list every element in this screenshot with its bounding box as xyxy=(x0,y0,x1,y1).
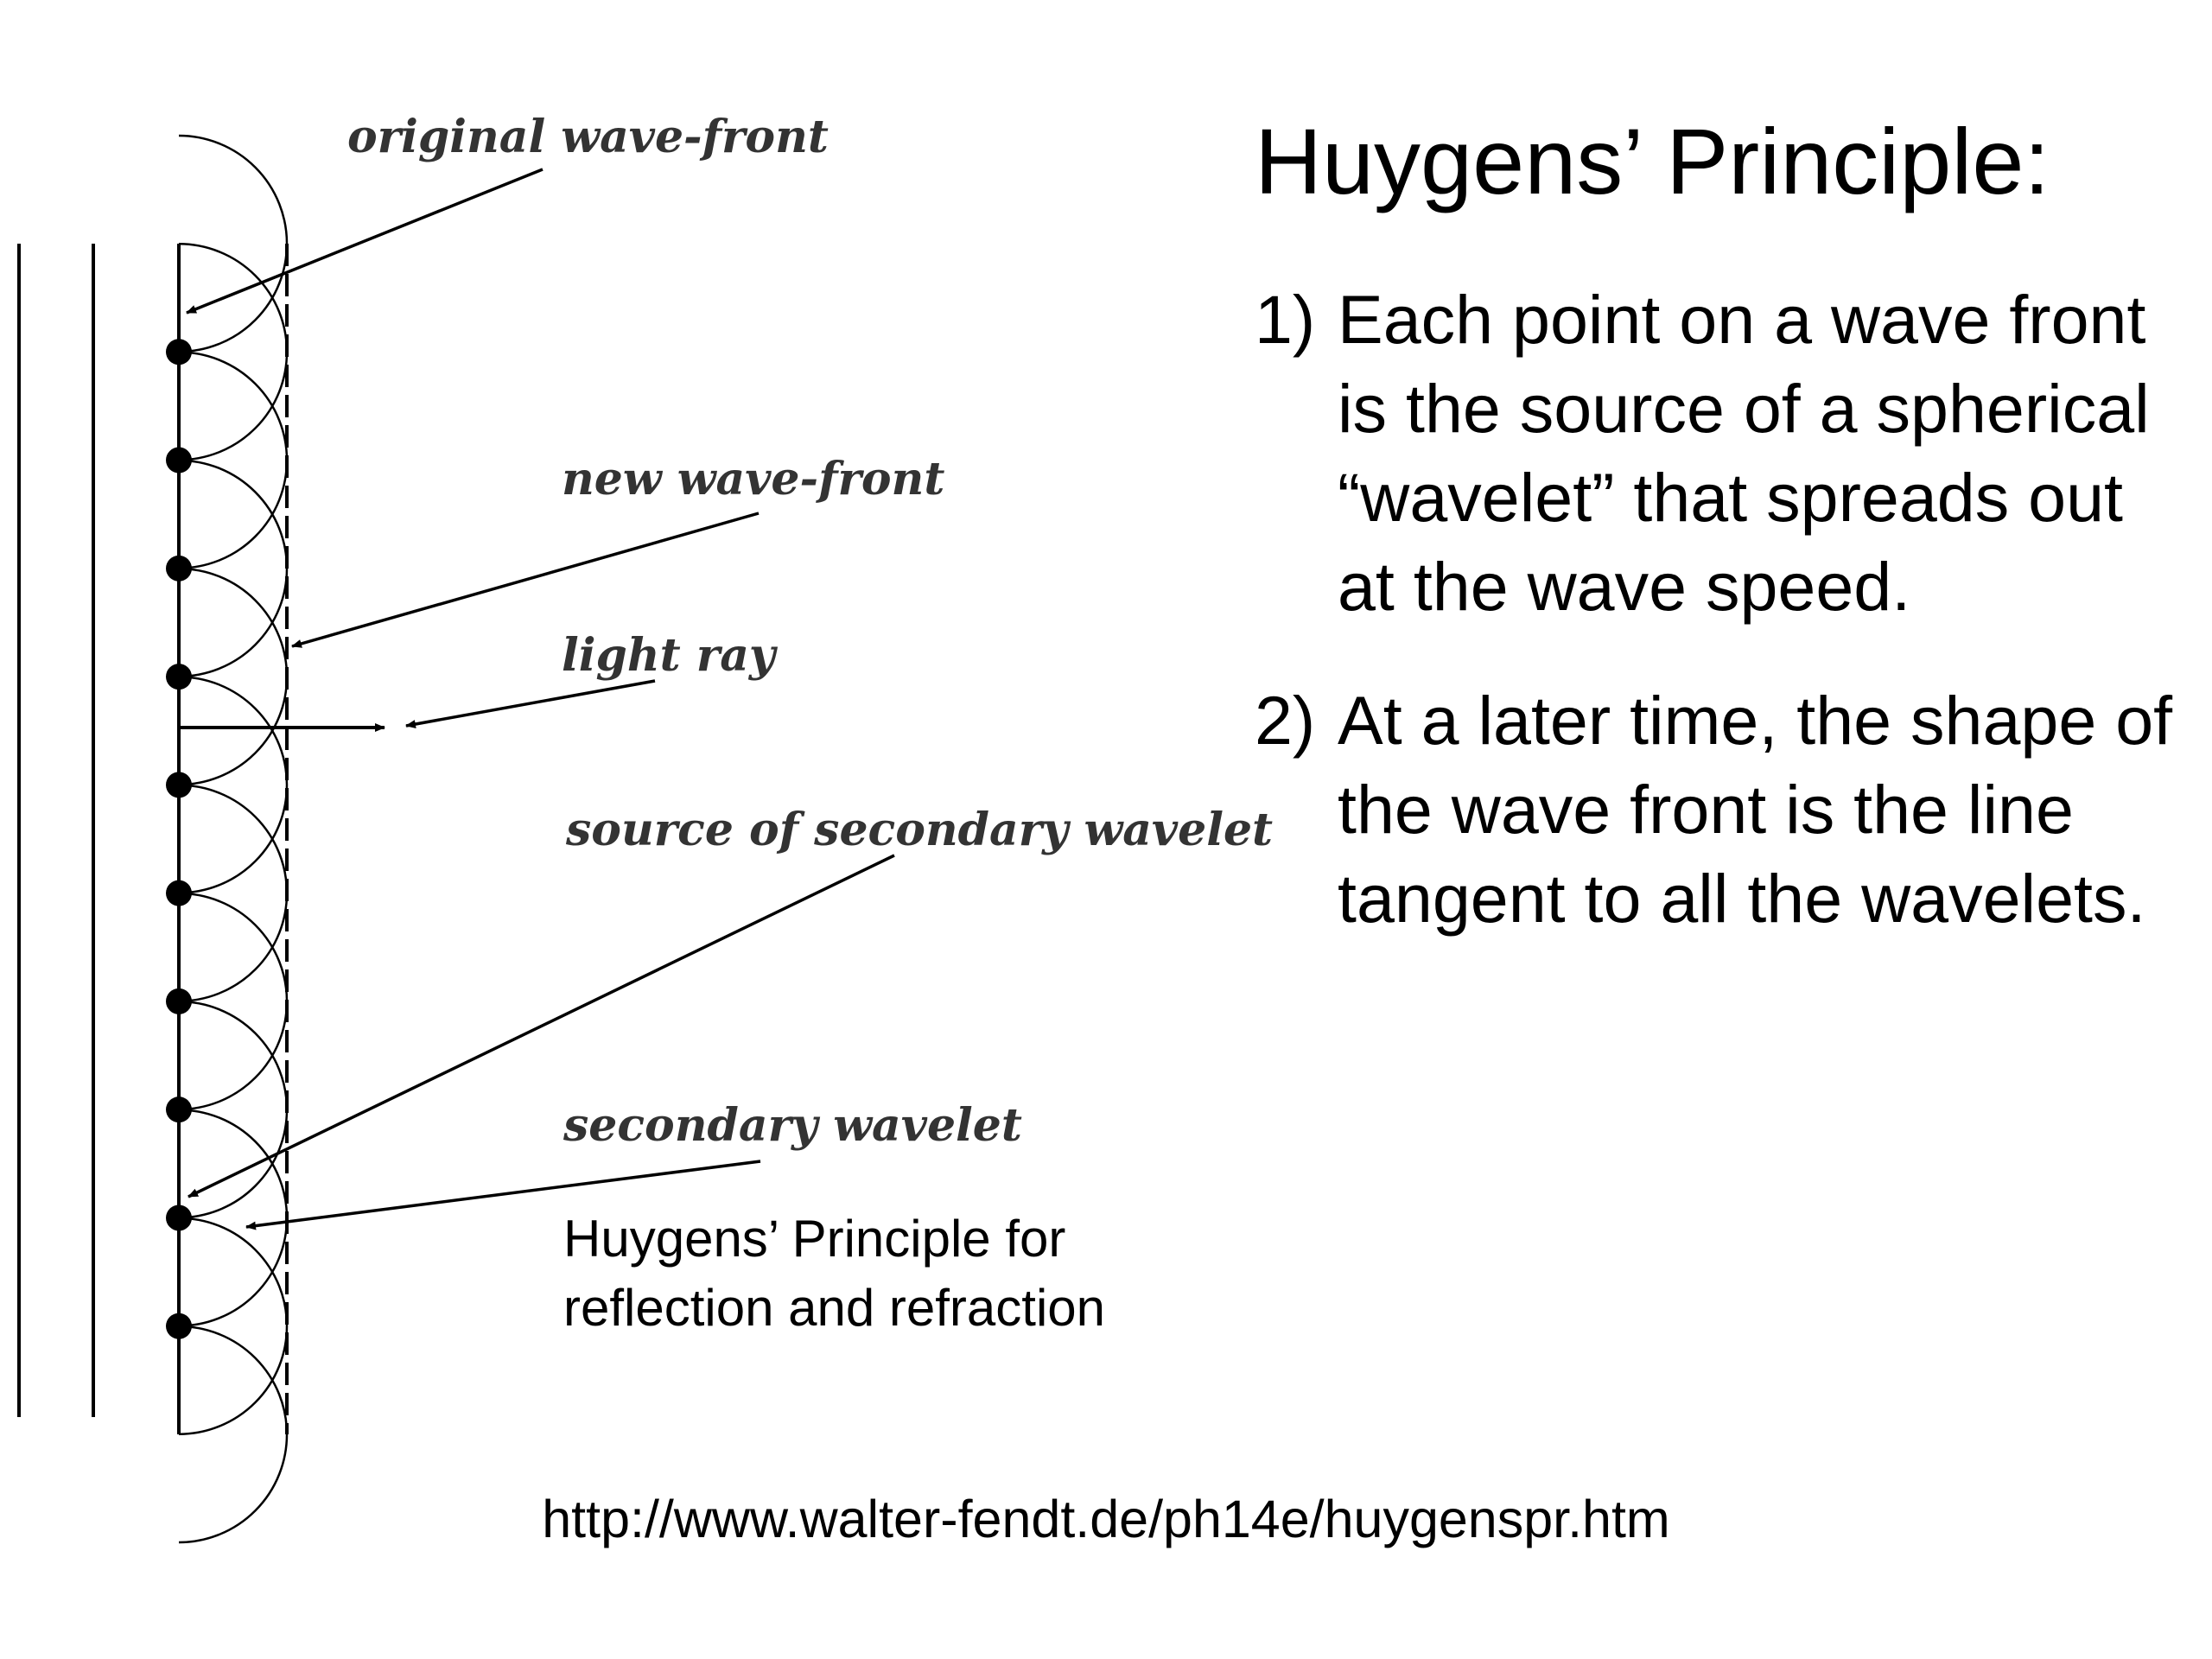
wavelet-source-point xyxy=(166,447,192,474)
wavelet-source-point xyxy=(166,880,192,906)
secondary-wavelet-arc xyxy=(178,892,289,1111)
secondary-wavelet-arc xyxy=(178,1325,289,1544)
secondary-wavelet-arc xyxy=(178,676,288,894)
caption-line: reflection and refraction xyxy=(563,1279,1106,1337)
principle-point-2: 2) At a later time, the shape of the wav… xyxy=(1255,676,2188,943)
wavelet-source-point xyxy=(166,1313,192,1339)
secondary-wavelet-arc xyxy=(178,1000,289,1219)
secondary-wavelet-arc xyxy=(178,1217,289,1435)
secondary-wavelet-arc xyxy=(178,243,289,461)
secondary-wavelet-arc xyxy=(178,567,289,786)
secondary-wavelet-label: secondary wavelet xyxy=(563,1099,1022,1152)
light-ray-label: light ray xyxy=(562,629,779,682)
wavelet-source-point xyxy=(166,1096,192,1123)
wavelet-source-point xyxy=(166,664,192,690)
source-of-secondary-wavelet-label: source of secondary wavelet xyxy=(565,804,1273,856)
secondary-wavelet-arc xyxy=(178,784,289,1002)
principle-number: 2) xyxy=(1255,682,1316,759)
principle-list: 1) Each point on a wave front is the sou… xyxy=(1255,275,2188,988)
wavelet-sources xyxy=(166,339,192,1339)
secondary-wavelets xyxy=(178,134,289,1544)
new-wave-front-arrow xyxy=(291,512,760,648)
source-link[interactable]: http://www.walter-fendt.de/ph14e/huygens… xyxy=(542,1490,1670,1548)
principle-point-1: 1) Each point on a wave front is the sou… xyxy=(1255,275,2188,631)
wavelet-source-point xyxy=(166,772,192,798)
principle-text: At a later time, the shape of the wave f… xyxy=(1338,682,2173,937)
caption-line: Huygens’ Principle for xyxy=(563,1210,1066,1268)
original-wave-front-arrow xyxy=(186,168,543,315)
secondary-wavelet-arc xyxy=(178,351,289,569)
new-wave-front-label: new wave-front xyxy=(562,453,944,505)
wavelet-source-point xyxy=(166,988,192,1014)
light-ray-arrow xyxy=(405,679,656,728)
secondary-wavelet-arrow xyxy=(245,1160,761,1230)
original-wave-front-label: original wave-front xyxy=(347,111,829,163)
wavelet-source-point xyxy=(166,555,192,582)
principle-text: Each point on a wave front is the source… xyxy=(1338,281,2150,625)
wavelet-source-point xyxy=(166,339,192,365)
secondary-wavelet-arc xyxy=(178,134,289,353)
source-of-secondary-wavelet-arrow xyxy=(188,854,895,1198)
slide-title: Huygens’ Principle: xyxy=(1255,109,2050,213)
wavelet-source-point xyxy=(166,1205,192,1231)
diagram-caption: Huygens’ Principle for reflection and re… xyxy=(563,1205,1237,1343)
principle-number: 1) xyxy=(1255,281,1316,358)
secondary-wavelet-arc xyxy=(178,459,289,678)
secondary-wavelet-arc xyxy=(178,1109,289,1327)
